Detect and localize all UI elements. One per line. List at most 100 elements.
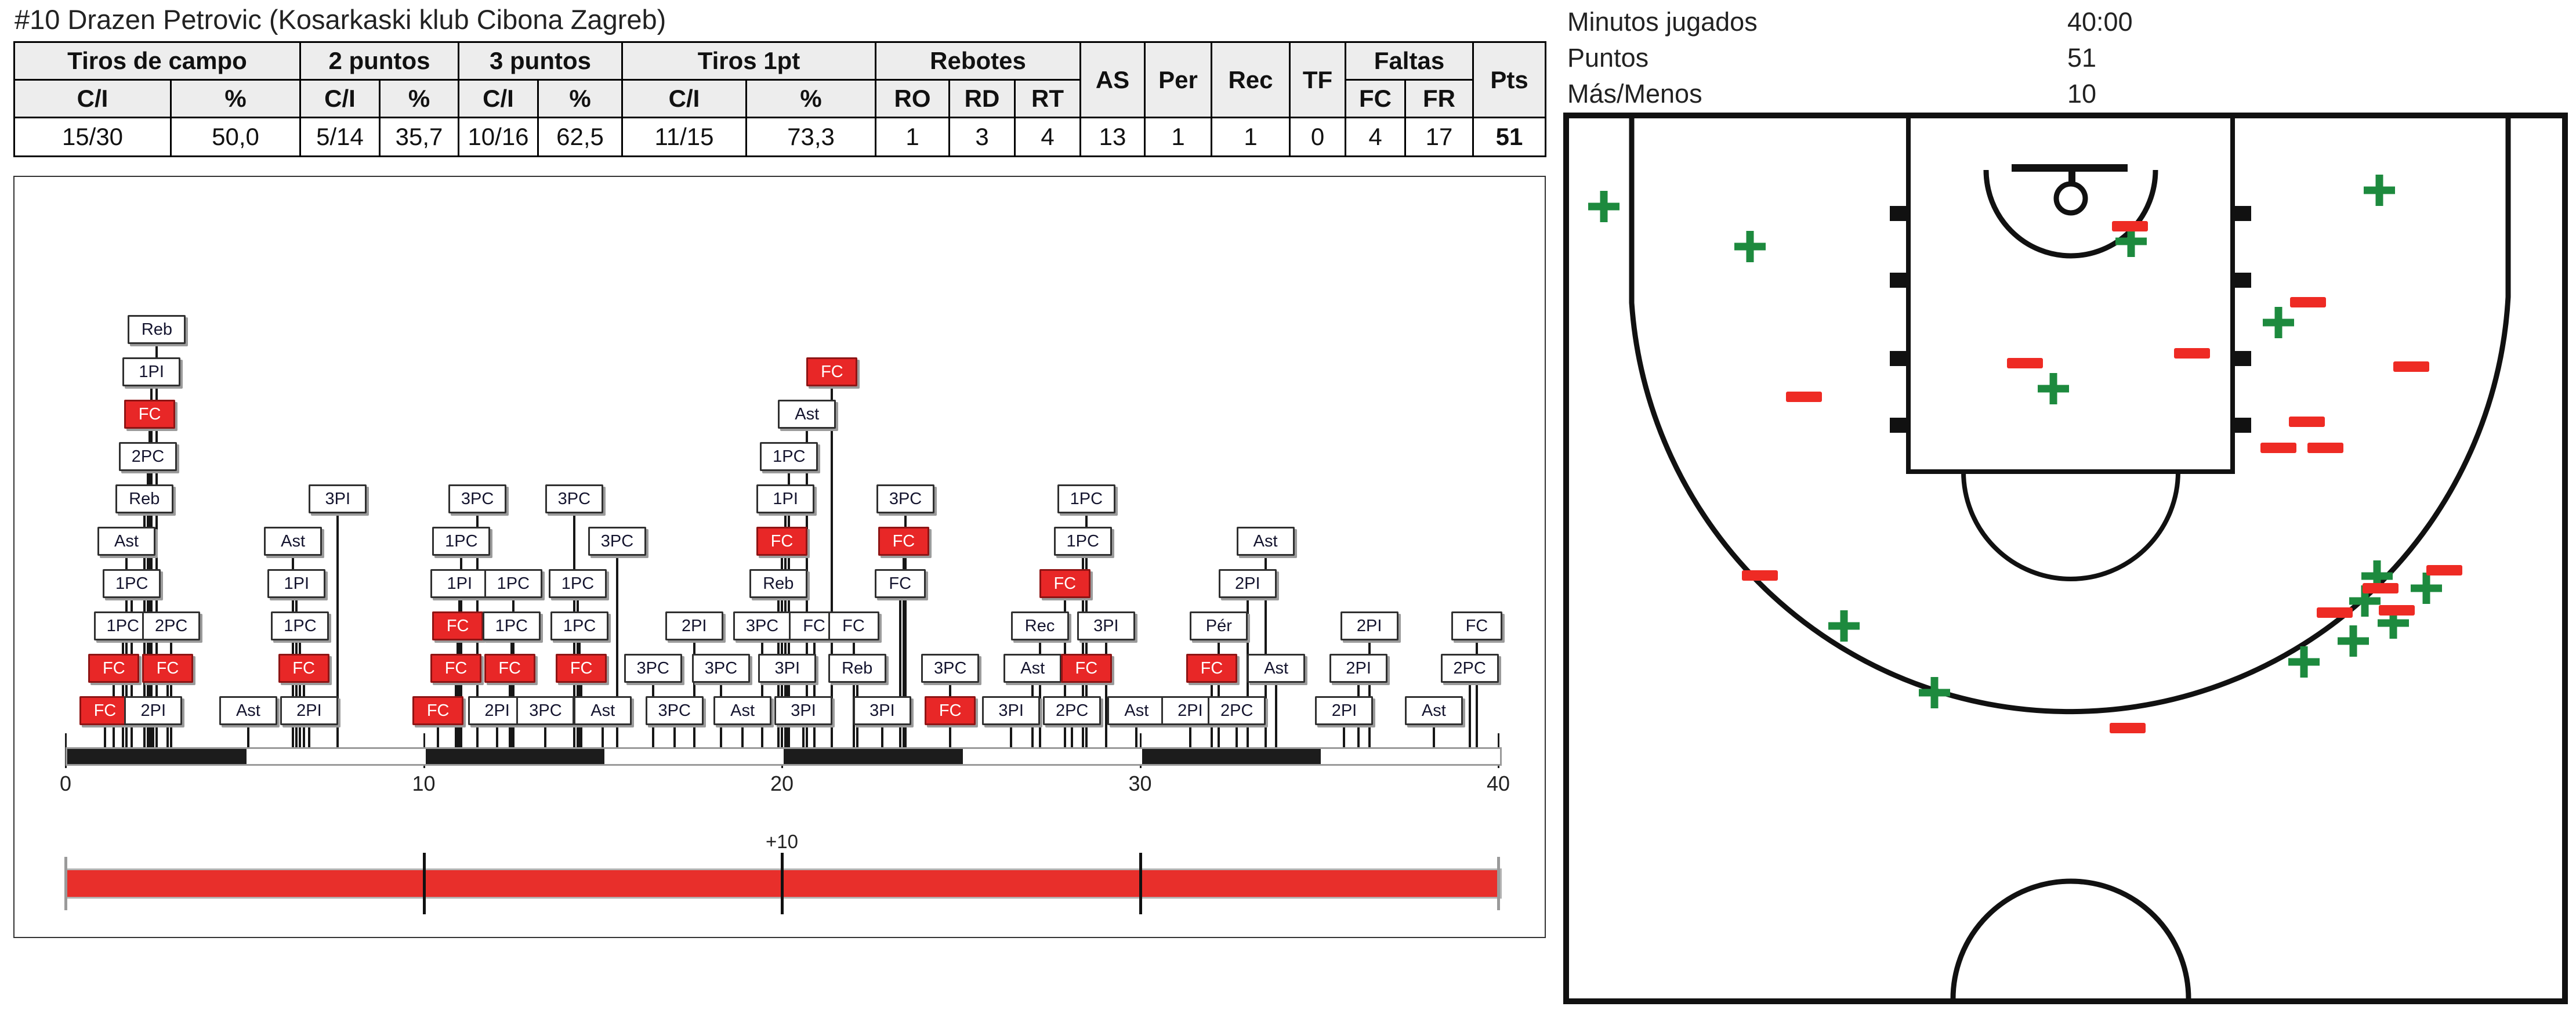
event-leader-line — [1368, 637, 1371, 748]
stats-value-cell: 1 — [1211, 117, 1291, 157]
missed-shot-marker — [1786, 392, 1822, 402]
event-box-fc: FC — [432, 611, 484, 640]
event-box-reb: Reb — [115, 484, 173, 513]
event-box-3pc: 3PC — [624, 654, 682, 683]
event-leader-line — [155, 341, 158, 748]
event-leader-line — [1010, 722, 1013, 748]
lane-tick-left — [1890, 351, 1910, 366]
axis-tick-label: 20 — [770, 772, 794, 795]
event-box-2pi: 2PI — [280, 696, 338, 725]
event-box-2pc: 2PC — [1043, 696, 1102, 725]
event-leader-line — [578, 637, 581, 748]
missed-shot-marker — [2317, 607, 2353, 618]
event-box-1pc: 1PC — [1053, 527, 1112, 556]
event-box-fc: FC — [925, 696, 976, 725]
missed-shot-marker — [2307, 443, 2343, 453]
event-box-fc: FC — [1451, 611, 1502, 640]
event-box-2pc: 2PC — [142, 611, 201, 640]
event-box-1pc: 1PC — [482, 611, 541, 640]
event-leader-line — [456, 637, 459, 748]
event-leader-line — [1275, 679, 1278, 748]
event-box-reb: Reb — [128, 315, 186, 344]
stats-group-header: TF — [1289, 41, 1346, 118]
backboard — [2012, 164, 2128, 172]
event-leader-line — [615, 552, 618, 748]
event-box-3pc: 3PC — [921, 654, 980, 683]
paint-rectangle — [1906, 113, 2235, 474]
stats-sub-header: % — [379, 79, 459, 118]
event-box-2pi: 2PI — [1315, 696, 1374, 725]
event-box-ast: Ast — [1107, 696, 1166, 725]
event-leader-line — [307, 722, 310, 748]
event-box-fc: FC — [874, 569, 926, 598]
lane-tick-right — [2231, 351, 2251, 366]
missed-shot-marker — [2007, 358, 2043, 368]
event-leader-line — [1081, 552, 1084, 748]
event-box-1pi: 1PI — [267, 569, 326, 598]
event-box-reb: Reb — [749, 569, 807, 598]
event-leader-line — [852, 637, 855, 748]
made-shot-marker — [2115, 226, 2147, 257]
ruler-black-segment — [425, 749, 605, 764]
event-leader-line — [247, 722, 249, 748]
event-box-2pi: 2PI — [1340, 611, 1398, 640]
stats-group-header: Pts — [1472, 41, 1546, 118]
info-label: Minutos jugados — [1567, 7, 1758, 37]
event-leader-line — [831, 383, 834, 748]
event-leader-line — [1038, 637, 1041, 748]
event-box-ast: Ast — [1003, 654, 1062, 683]
timeline-panel — [13, 176, 1546, 938]
event-box-fc: FC — [556, 654, 607, 683]
event-box-ast: Ast — [1404, 696, 1463, 725]
event-box-1pi: 1PI — [430, 569, 489, 598]
missed-shot-marker — [2110, 723, 2146, 733]
event-box-fc: FC — [412, 696, 464, 725]
event-leader-line — [813, 637, 816, 748]
event-box-1pc: 1PC — [550, 611, 609, 640]
event-box-2pc: 2PC — [1208, 696, 1266, 725]
event-leader-line — [437, 722, 440, 748]
stats-value-cell: 10/16 — [458, 117, 539, 157]
event-leader-line — [496, 722, 499, 748]
event-box-1pc: 1PC — [549, 569, 607, 598]
three-point-line — [1629, 115, 2511, 715]
made-shot-marker — [1734, 231, 1766, 262]
event-box-3pi: 3PI — [853, 696, 911, 725]
stats-group-header: Faltas — [1345, 41, 1474, 81]
axis-tick-label: 30 — [1128, 772, 1152, 795]
center-circle — [1950, 878, 2191, 1000]
event-leader-line — [103, 722, 106, 748]
event-box-ast: Ast — [1236, 527, 1295, 556]
axis-tick-label: 40 — [1486, 772, 1510, 795]
stats-sub-header: % — [537, 79, 623, 118]
plus-minus-label: +10 — [766, 831, 798, 852]
event-leader-line — [673, 722, 676, 748]
event-leader-line — [904, 510, 907, 748]
event-box-reb: Reb — [828, 654, 886, 683]
event-leader-line — [460, 552, 463, 748]
stats-value-cell: 0 — [1289, 117, 1346, 157]
stats-sub-header: RT — [1014, 79, 1081, 118]
event-leader-line — [1218, 637, 1220, 748]
event-box-fc: FC — [1060, 654, 1112, 683]
info-value: 10 — [2067, 79, 2097, 108]
event-leader-line — [147, 468, 150, 748]
event-box-1pi: 1PI — [756, 484, 815, 513]
event-leader-line — [299, 637, 302, 748]
free-throw-circle — [1961, 471, 2180, 581]
event-box-fc: FC — [142, 654, 193, 683]
event-box-1pc: 1PC — [432, 527, 491, 556]
stats-value-cell: 51 — [1472, 117, 1546, 157]
event-leader-line — [1236, 722, 1238, 748]
event-box-3pc: 3PC — [545, 484, 603, 513]
made-shot-marker — [1919, 677, 1950, 708]
missed-shot-marker — [2393, 361, 2429, 372]
stats-sub-header: C/I — [458, 79, 539, 118]
event-leader-line — [902, 552, 905, 748]
stats-group-header: Tiros de campo — [13, 41, 301, 81]
stats-value-cell: 13 — [1079, 117, 1146, 157]
event-box-rec: Rec — [1010, 611, 1069, 640]
missed-shot-marker — [2290, 297, 2326, 307]
event-leader-line — [125, 552, 128, 748]
